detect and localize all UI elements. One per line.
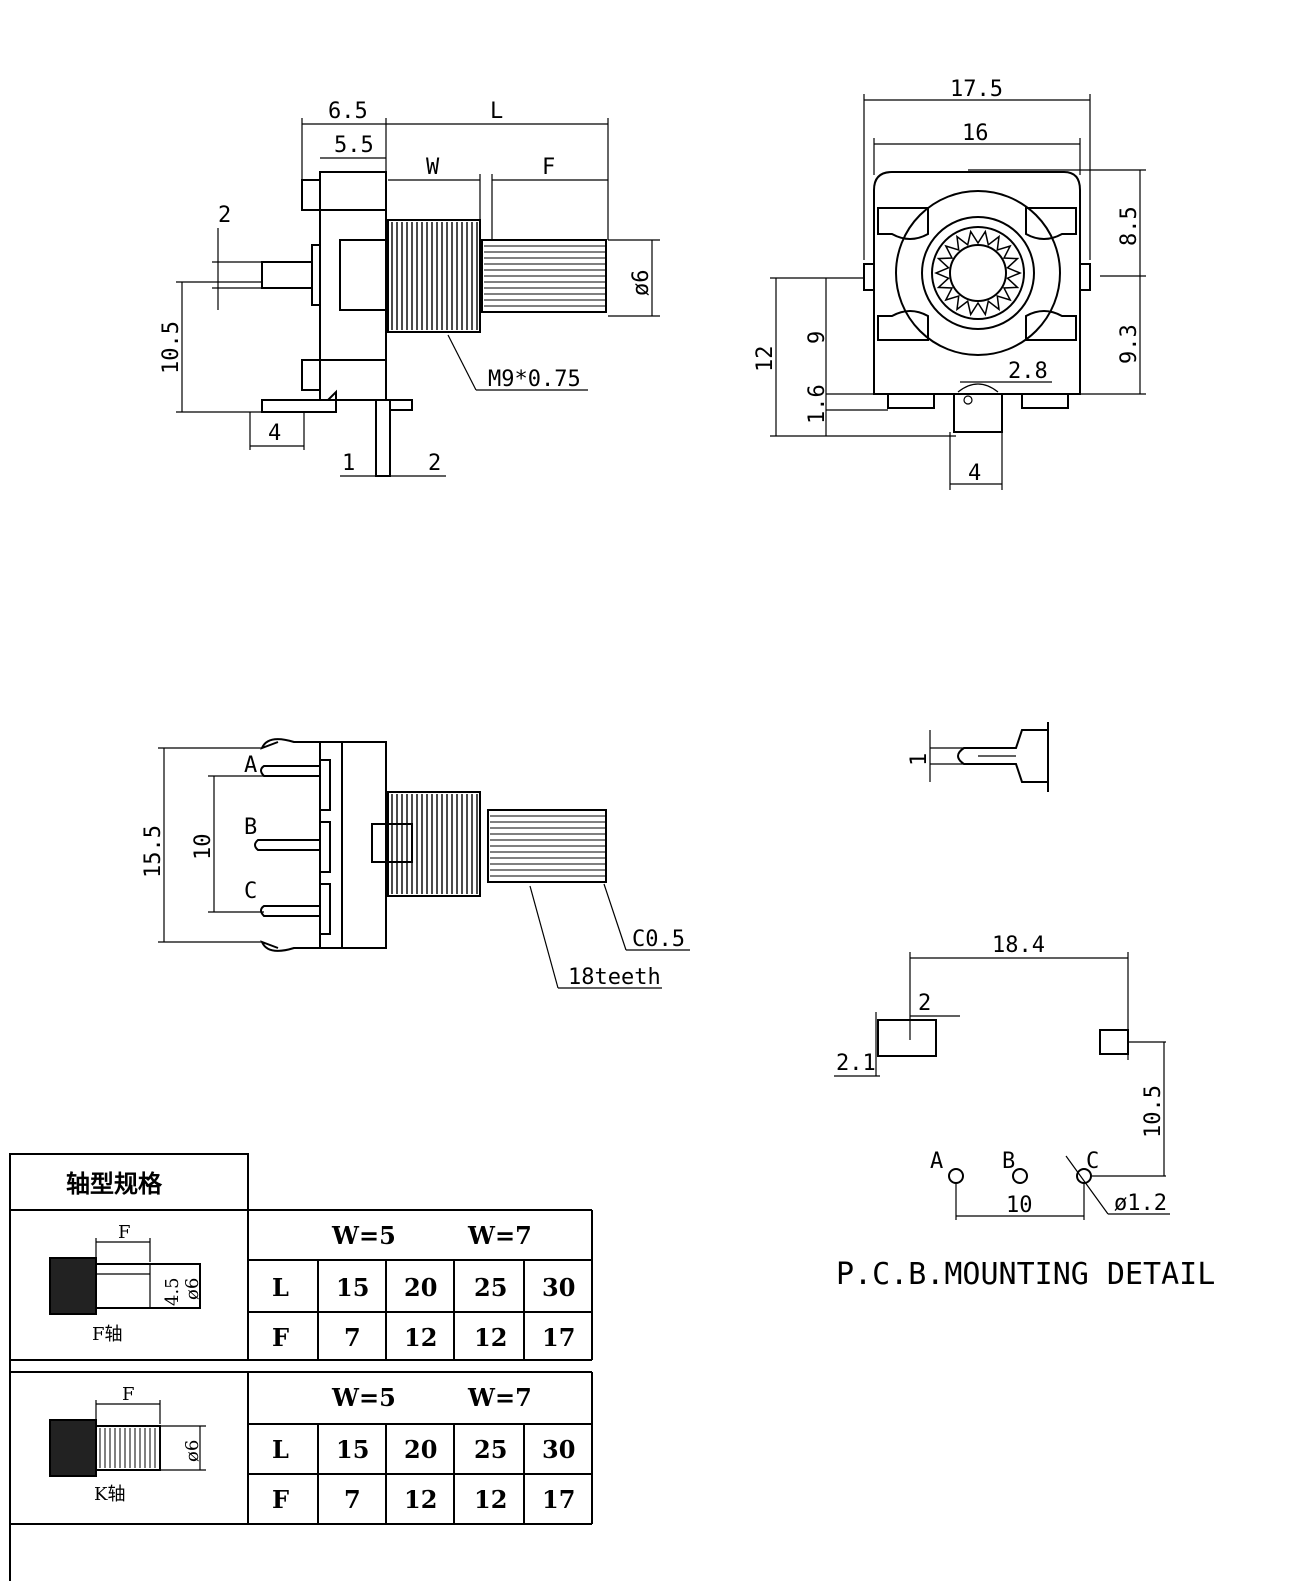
dim-upper: 8.5 [1117, 206, 1142, 246]
dim-height: 10.5 [1141, 1085, 1166, 1138]
dim-flat: F [542, 155, 555, 180]
dim-hole: ø1.2 [1114, 1191, 1167, 1216]
pin-detail: 1 [907, 722, 1049, 792]
dim-slot-height: 2.1 [836, 1051, 876, 1076]
k-row-l-v4: 30 [542, 1435, 575, 1464]
pin-a-label: A [244, 753, 257, 778]
pcb-title: P.C.B.MOUNTING DETAIL [836, 1257, 1215, 1292]
k-row-l-v1: 15 [336, 1435, 369, 1464]
dim-length: L [490, 99, 503, 124]
k-row-f-v1: 7 [344, 1485, 361, 1514]
dim-tab: 4 [268, 421, 281, 446]
f-shaft-label: F轴 [92, 1324, 123, 1345]
dim-diameter: ø6 [629, 270, 654, 297]
front-view: 17.5 16 8.5 9.3 12 9 1.6 2.8 4 [753, 77, 1146, 490]
table-title: 轴型规格 [66, 1169, 163, 1198]
teeth-label: 18teeth [568, 965, 661, 990]
k-row-l-v2: 20 [404, 1435, 437, 1464]
dim-width: 18.4 [992, 933, 1045, 958]
k-row-f-name: F [272, 1485, 289, 1514]
f-shaft-dim-dia: ø6 [182, 1278, 203, 1300]
k-row-f-v4: 17 [542, 1485, 575, 1514]
bottom-view: 15.5 10 A B C C0.5 18teeth [141, 738, 690, 990]
dim-lower: 9.3 [1117, 324, 1142, 364]
gear-teeth [934, 229, 1022, 317]
f-row-l-v4: 30 [542, 1273, 575, 1302]
dim-pin-thickness: 1 [907, 753, 932, 766]
dim-pin-gap: 2 [218, 203, 231, 228]
k-row-l-name: L [272, 1435, 289, 1464]
f-row-f-v1: 7 [344, 1323, 361, 1352]
pcb-pin-a: A [930, 1149, 943, 1174]
f-row-f-v2: 12 [404, 1323, 437, 1352]
f-row-l-v3: 25 [474, 1273, 507, 1302]
dim-pitch: 10 [1006, 1193, 1033, 1218]
dim-thread: W [426, 155, 440, 180]
dim-pin-span: 10 [191, 834, 216, 861]
side-view: 6.5 5.5 L W F 2 10.5 ø6 M9*0.75 4 1 2 [159, 99, 660, 477]
dim-slot-width: 2 [918, 991, 931, 1016]
dim-tab-width: 2.8 [1008, 359, 1048, 384]
k-row-l-v3: 25 [474, 1435, 507, 1464]
pcb-pin-b: B [1002, 1149, 1015, 1174]
f-row-l-name: L [272, 1273, 289, 1302]
f-row-f-v3: 12 [474, 1323, 507, 1352]
dim-total: 12 [753, 346, 778, 373]
k-shaft-label: K轴 [94, 1484, 125, 1505]
dim-small: 1.6 [805, 384, 830, 424]
k-row-f-v3: 12 [474, 1485, 507, 1514]
spec-table: 轴型规格 F 4.5 ø6 F轴 W=5 W=7 L 15 20 25 30 F… [9, 1153, 593, 1581]
dim-width-inner: 16 [962, 121, 989, 146]
dim-pin-offset: 2 [428, 451, 441, 476]
pin-c-label: C [244, 879, 257, 904]
dim-width-outer: 17.5 [950, 77, 1003, 102]
f-row-f-name: F [272, 1323, 289, 1352]
f-shaft-dim-flat: 4.5 [162, 1277, 183, 1306]
k-shaft-dim-f: F [122, 1384, 135, 1405]
f-row-l-v1: 15 [336, 1273, 369, 1302]
k-row-f-v2: 12 [404, 1485, 437, 1514]
dim-height: 15.5 [141, 825, 166, 878]
dim-thread-spec: M9*0.75 [488, 367, 581, 392]
pcb-mounting-detail: 18.4 2 2.1 10.5 10 ø1.2 A B C P.C.B.MOUN… [834, 933, 1215, 1292]
k-header-w7: W=7 [467, 1383, 532, 1412]
f-shaft-dim-f: F [118, 1222, 131, 1243]
dim-bottom: 4 [968, 461, 981, 486]
f-row-f-v4: 17 [542, 1323, 575, 1352]
pin-b-label: B [244, 815, 257, 840]
chamfer-label: C0.5 [632, 927, 685, 952]
k-shaft-dim-dia: ø6 [182, 1440, 203, 1462]
dim-mid: 9 [805, 331, 830, 344]
f-row-l-v2: 20 [404, 1273, 437, 1302]
f-header-w7: W=7 [467, 1221, 532, 1250]
pcb-pin-c: C [1086, 1149, 1099, 1174]
dim-pin-thick: 1 [342, 451, 355, 476]
dim-height: 10.5 [159, 321, 184, 374]
dim-body-inner: 5.5 [334, 133, 374, 158]
dim-body: 6.5 [328, 99, 368, 124]
f-header-w5: W=5 [331, 1221, 396, 1250]
k-header-w5: W=5 [331, 1383, 396, 1412]
